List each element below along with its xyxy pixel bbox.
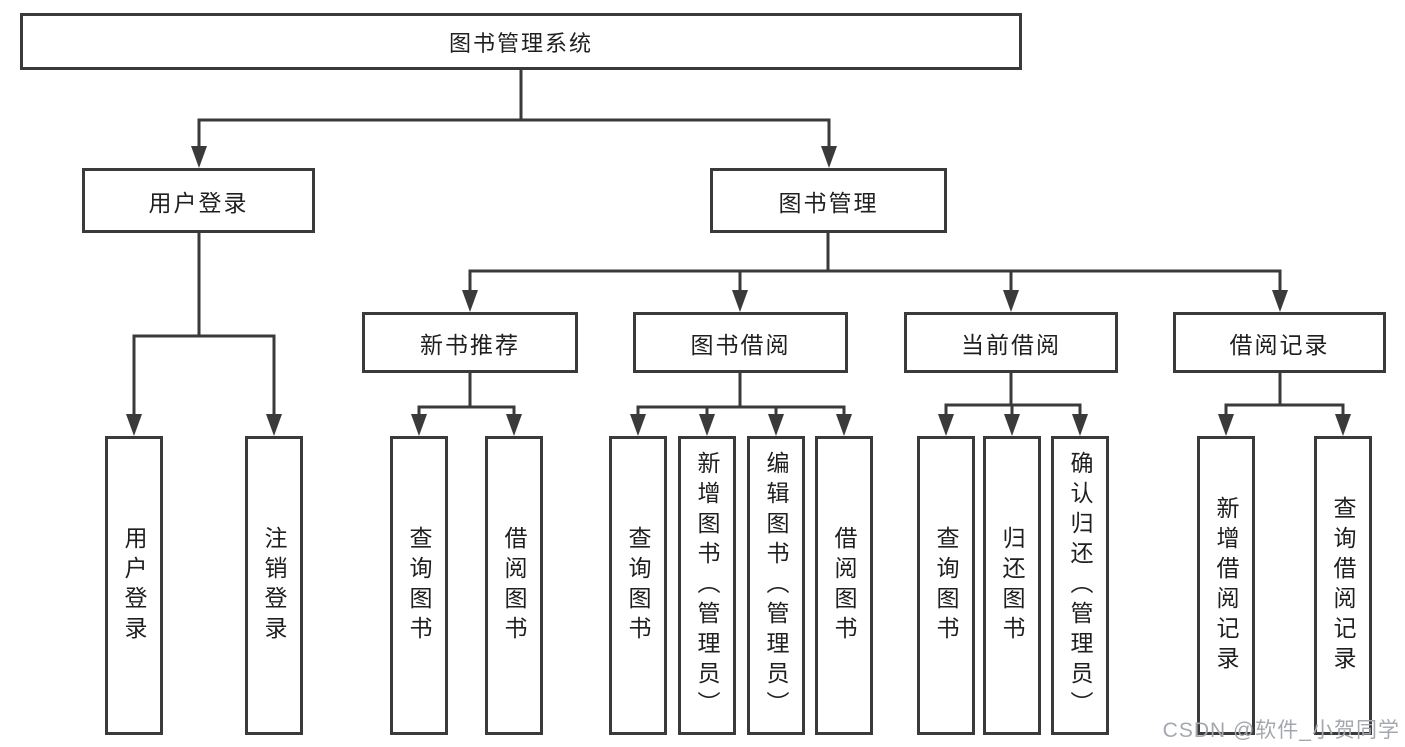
node-user-login-module: 用户登录 xyxy=(82,168,315,233)
leaf-user-login: 用户登录 xyxy=(105,436,163,735)
leaf-borrow-books-2: 借阅图书 xyxy=(815,436,873,735)
node-book-management-module: 图书管理 xyxy=(710,168,947,233)
leaf-borrow-books-1: 借阅图书 xyxy=(485,436,543,735)
leaf-add-borrow-record: 新增借阅记录 xyxy=(1197,436,1255,735)
node-borrowing-records: 借阅记录 xyxy=(1173,312,1386,373)
leaf-logout: 注销登录 xyxy=(245,436,303,735)
leaf-query-borrow-record: 查询借阅记录 xyxy=(1314,436,1372,735)
node-new-book-recommend: 新书推荐 xyxy=(362,312,578,373)
leaf-confirm-return-admin: 确认归还（管理员） xyxy=(1051,436,1109,735)
leaf-query-books-2: 查询图书 xyxy=(609,436,667,735)
leaf-query-books-3: 查询图书 xyxy=(917,436,975,735)
node-current-borrowing: 当前借阅 xyxy=(904,312,1118,373)
leaf-edit-books-admin: 编辑图书（管理员） xyxy=(747,436,805,735)
node-library-management-system: 图书管理系统 xyxy=(20,13,1022,70)
leaf-query-books-1: 查询图书 xyxy=(390,436,448,735)
leaf-return-books: 归还图书 xyxy=(983,436,1041,735)
csdn-watermark: CSDN @软件_小贺同学 xyxy=(1162,719,1400,742)
node-book-borrowing: 图书借阅 xyxy=(633,312,848,373)
leaf-add-books-admin: 新增图书（管理员） xyxy=(678,436,736,735)
